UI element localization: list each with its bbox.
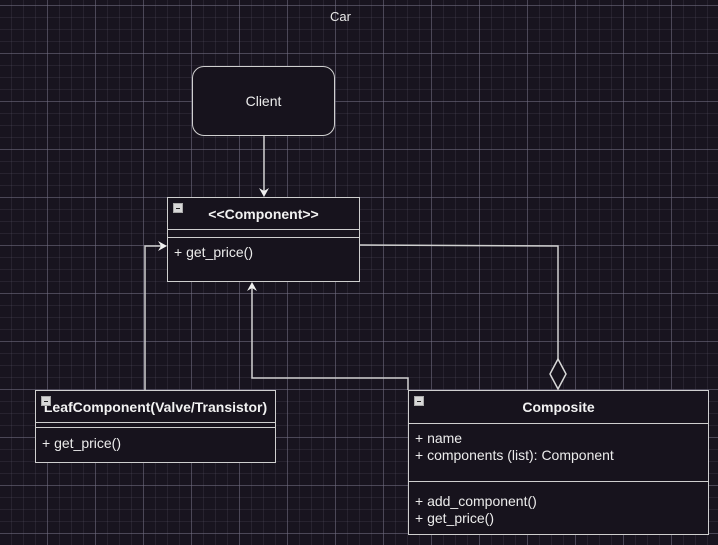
attribute: + components (list): Component bbox=[415, 447, 614, 463]
class-name: Composite bbox=[522, 399, 595, 415]
attributes-section bbox=[36, 423, 275, 428]
client-node[interactable]: Client bbox=[192, 66, 335, 136]
class-component[interactable]: <<Component>> + get_price() bbox=[167, 197, 360, 282]
aggregation-diamond bbox=[549, 357, 567, 391]
method: + get_price() bbox=[42, 435, 121, 451]
methods-section: + add_component() + get_price() bbox=[409, 482, 708, 531]
edge-leaf-component bbox=[144, 245, 162, 390]
arrowhead-composite-component bbox=[247, 282, 257, 291]
arrowhead-leaf-component bbox=[158, 241, 167, 251]
collapse-icon[interactable] bbox=[41, 396, 51, 406]
arrowhead-client-component bbox=[259, 188, 269, 197]
attributes-section bbox=[168, 230, 359, 238]
client-label: Client bbox=[245, 93, 282, 109]
method: + get_price() bbox=[174, 244, 253, 260]
methods-section: + get_price() bbox=[168, 238, 359, 267]
diagram-title: Car bbox=[330, 9, 351, 24]
class-leaf-component[interactable]: LeafComponent(Valve/Transistor) + get_pr… bbox=[35, 390, 276, 463]
collapse-icon[interactable] bbox=[414, 396, 424, 406]
methods-section: + get_price() bbox=[36, 428, 275, 459]
class-header: <<Component>> bbox=[168, 198, 359, 230]
method: + get_price() bbox=[415, 510, 494, 526]
class-header: Composite bbox=[409, 391, 708, 424]
attribute: + name bbox=[415, 430, 463, 446]
class-composite[interactable]: Composite + name + components (list): Co… bbox=[408, 390, 709, 535]
edge-composite-component bbox=[251, 287, 409, 390]
collapse-icon[interactable] bbox=[173, 203, 183, 213]
class-header: LeafComponent(Valve/Transistor) bbox=[36, 391, 275, 423]
edge-component-composite bbox=[359, 244, 559, 359]
method: + add_component() bbox=[415, 493, 537, 509]
attributes-section: + name + components (list): Component bbox=[409, 424, 708, 482]
class-name: LeafComponent(Valve/Transistor) bbox=[43, 398, 268, 415]
class-name: <<Component>> bbox=[208, 205, 319, 222]
